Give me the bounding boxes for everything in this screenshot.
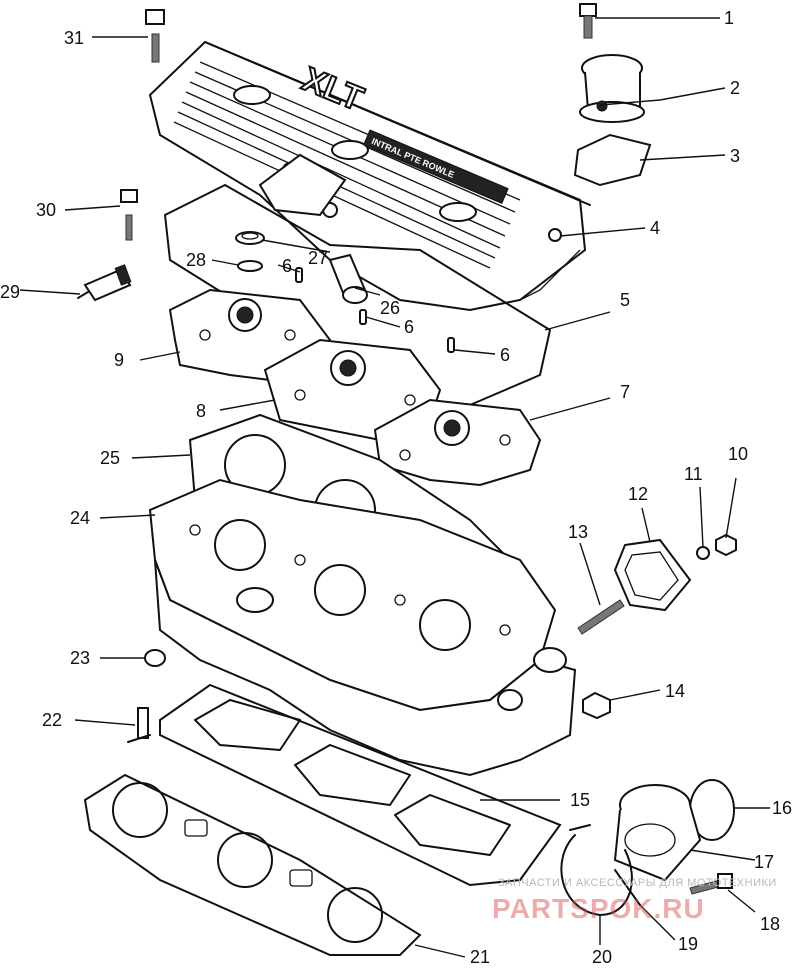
part-19-pin: [614, 869, 641, 906]
callout-11: 11: [684, 464, 703, 484]
part-29-sensor: [77, 264, 132, 302]
callout-23: 23: [70, 648, 90, 668]
callout-14: 14: [665, 681, 685, 701]
callout-20: 20: [592, 947, 612, 967]
part-17-manifold: [613, 784, 702, 882]
part-18-bolt: [689, 873, 733, 895]
callout-8: 8: [196, 401, 206, 421]
part-28-o-ring: [237, 260, 263, 272]
part-30-bolt: [120, 189, 138, 241]
part-23-plug: [144, 649, 166, 667]
part-2-outlet-housing: [579, 54, 645, 123]
part-13-stud: [577, 599, 625, 635]
part-12-cover: [613, 538, 692, 612]
callout-12: 12: [628, 484, 648, 504]
callout-24: 24: [70, 508, 90, 528]
part-24-cylinder-head: [148, 478, 557, 712]
callout-15: 15: [570, 790, 590, 810]
callout-28: 28: [186, 250, 206, 270]
part-14-nut: [582, 691, 611, 720]
callout-25: 25: [100, 448, 120, 468]
callout-5: 5: [620, 290, 630, 310]
part-31-bolt: [145, 9, 165, 63]
callout-2: 2: [730, 78, 740, 98]
callout-9: 9: [114, 350, 124, 370]
callout-6a: 6: [282, 256, 292, 276]
callout-18: 18: [760, 914, 780, 934]
part-1-bolt: [579, 3, 597, 39]
dowel-pins: [295, 267, 455, 353]
cylinder-head-cover: XLT INTRAL PTE ROWLE: [148, 40, 591, 312]
part-11-washer: [696, 546, 710, 560]
callout-29: 29: [0, 282, 20, 302]
callout-numbers: 1 2 3 4 5 6 6 6 7 8 9 10 11 12 13 14 15 …: [0, 8, 792, 967]
callout-17: 17: [754, 852, 774, 872]
camshaft-housing-7: [373, 398, 542, 487]
callout-6c: 6: [500, 345, 510, 365]
part-21-exhaust-gasket: [83, 773, 422, 956]
leader-lines: [19, 17, 770, 958]
part-3-outlet-gasket: [573, 133, 652, 187]
callout-7: 7: [620, 382, 630, 402]
callout-3: 3: [730, 146, 740, 166]
callout-22: 22: [42, 710, 62, 730]
watermark-brand: PARTSPOK.RU: [492, 893, 705, 924]
part-26-pipe: [328, 253, 368, 304]
callout-21: 21: [470, 947, 490, 967]
part-27-seal-cap: [235, 231, 265, 245]
callout-10: 10: [728, 444, 748, 464]
watermark: ЗАПЧАСТИ И АКСЕССУАРЫ ДЛЯ МОТОТЕХНИКИ PA…: [492, 877, 777, 924]
cylinder-block: [154, 559, 577, 777]
camshaft-housing-8: [263, 338, 442, 442]
callout-4: 4: [650, 218, 660, 238]
callout-1: 1: [724, 8, 734, 28]
callout-6b: 6: [404, 317, 414, 337]
part-22-drain-cock: [127, 707, 151, 743]
callout-16: 16: [772, 798, 792, 818]
callout-19: 19: [678, 934, 698, 954]
callout-13: 13: [568, 522, 588, 542]
callout-30: 30: [36, 200, 56, 220]
part-15-base-gasket: [159, 683, 562, 887]
watermark-tagline: ЗАПЧАСТИ И АКСЕССУАРЫ ДЛЯ МОТОТЕХНИКИ: [498, 877, 777, 889]
callout-31: 31: [64, 28, 84, 48]
callout-27: 27: [308, 248, 328, 268]
part-20-clamp: [560, 824, 633, 916]
callout-26: 26: [380, 298, 400, 318]
